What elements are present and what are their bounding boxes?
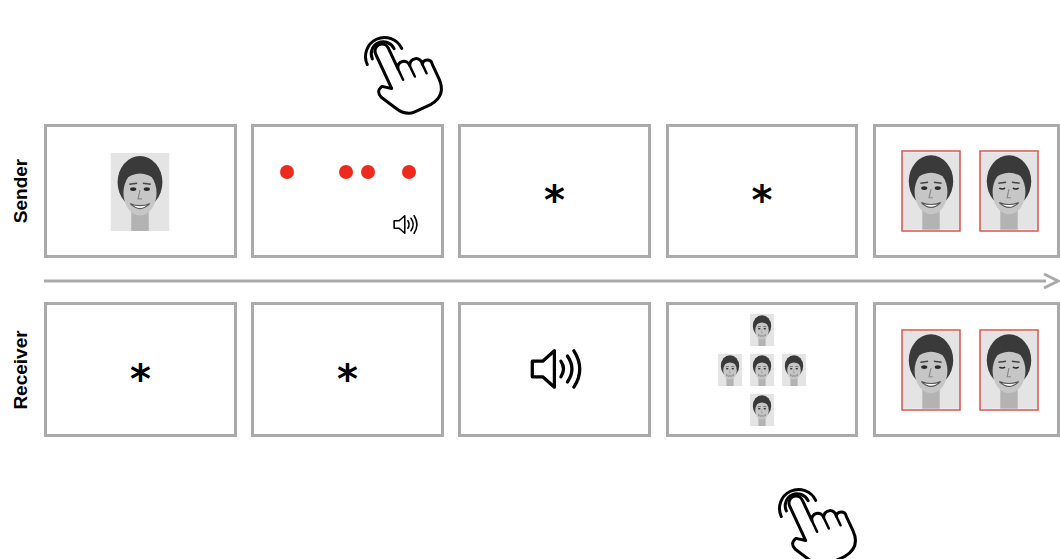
face-image	[980, 152, 1038, 229]
choice-frame	[902, 151, 960, 231]
screen-panel	[875, 126, 1059, 257]
fixation-cross: *	[544, 162, 565, 220]
screen-panel	[460, 304, 650, 436]
red-dots	[280, 165, 416, 179]
fixation-cross: *	[130, 341, 151, 399]
choice-frame	[902, 330, 960, 410]
face-image	[902, 152, 960, 229]
screen-panel	[875, 304, 1059, 436]
face-array	[718, 314, 806, 426]
screen-panel: *	[251, 302, 444, 437]
screen-panel: *	[44, 302, 237, 437]
screen-panel	[46, 126, 236, 257]
choice-frame	[980, 330, 1038, 410]
row-label: Receiver	[10, 330, 32, 409]
screen-panel: *	[458, 124, 651, 258]
tap-hand-icon	[358, 22, 448, 122]
face-image	[111, 153, 170, 231]
time-arrow	[44, 280, 1046, 283]
speaker-icon	[394, 216, 417, 234]
time-arrow-head	[1044, 274, 1058, 288]
fixation-cross: *	[337, 341, 358, 399]
choice-frame	[980, 151, 1038, 231]
fixation-cross: *	[752, 162, 773, 220]
tap-hand-icon	[772, 474, 862, 559]
screen-panel: *	[666, 124, 858, 258]
row-label: Sender	[10, 159, 32, 223]
face-image	[980, 331, 1038, 408]
screen-panel	[253, 126, 443, 257]
speaker-icon	[532, 351, 579, 387]
face-image	[902, 331, 960, 408]
screen-panel	[668, 304, 857, 436]
